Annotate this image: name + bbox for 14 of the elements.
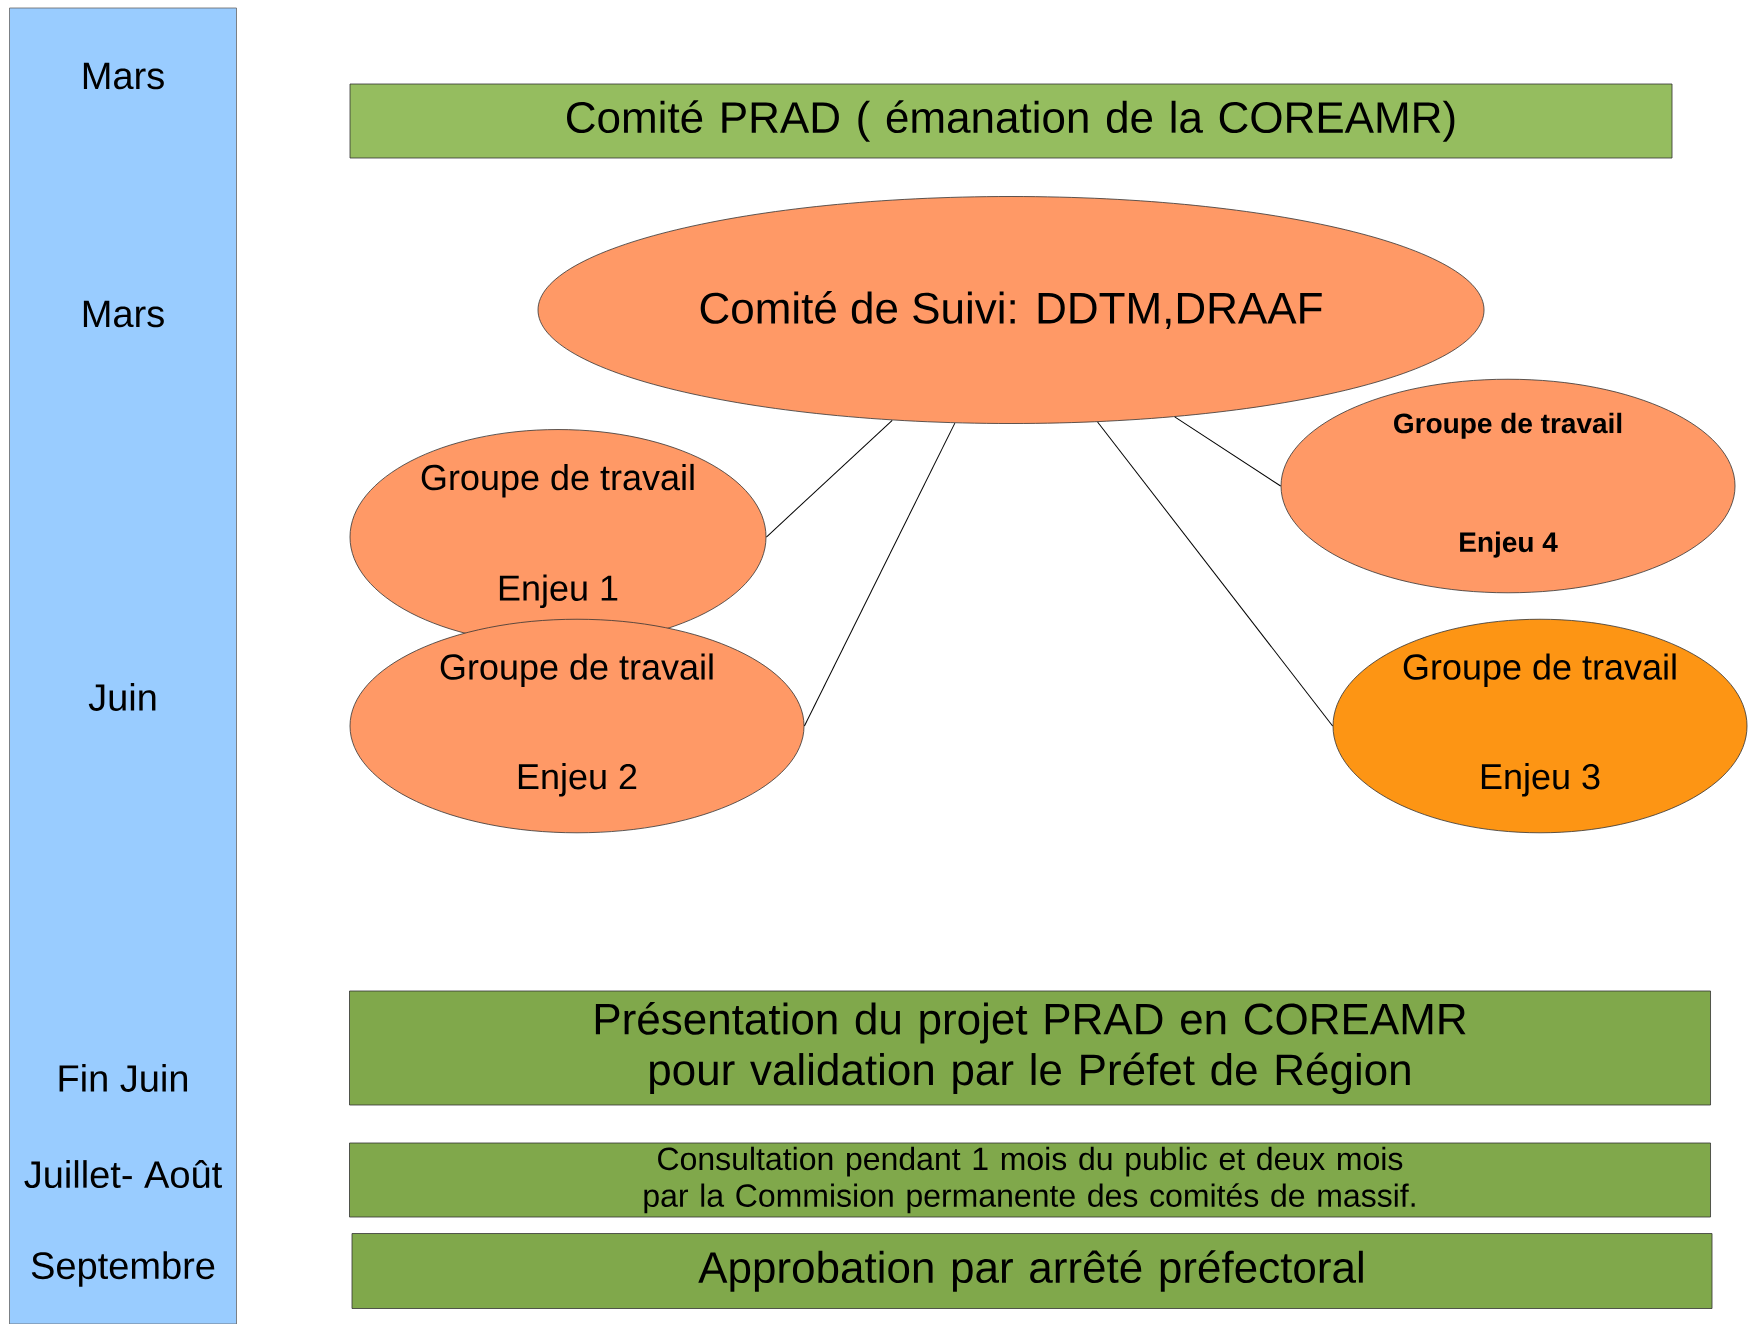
stage-box: Consultation pendant 1 mois du public et deux mois par la Commision permanente des comités de massif. — [349, 1142, 1711, 1218]
month-label: Septembre — [31, 1251, 215, 1287]
month-label: Mars — [83, 300, 164, 328]
connector-line — [1097, 421, 1334, 727]
month-label: Mars — [83, 62, 164, 90]
stage-box: Approbation par arrêté préfectoral — [351, 1233, 1713, 1309]
stage-box: Comité PRAD ( émanation de la COREAMR) — [349, 83, 1673, 159]
connector-line — [1174, 416, 1282, 487]
stage-box: Présentation du projet PRAD en COREAMR pour validation par le Préfet de Région — [349, 990, 1711, 1106]
connector-line — [765, 419, 893, 538]
month-label: Fin Juin — [59, 1064, 187, 1092]
month-label: Juin — [88, 683, 156, 711]
connector-line — [803, 422, 956, 727]
month-label: Juillet- Août — [24, 1160, 222, 1189]
